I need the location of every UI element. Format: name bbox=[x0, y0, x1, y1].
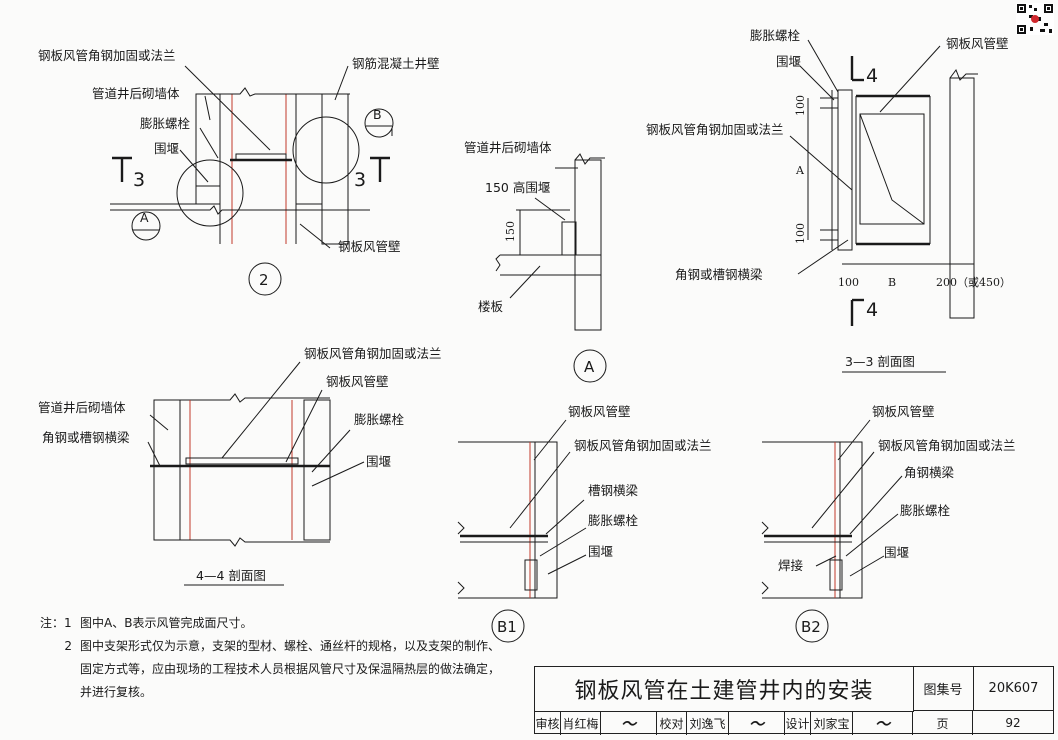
label-weir-b1: 围堰 bbox=[588, 544, 613, 559]
label-beam-33: 角钢或槽钢横梁 bbox=[675, 267, 763, 282]
label-angle-beam: 角钢横梁 bbox=[904, 465, 955, 480]
label-flange-b2: 钢板风管角钢加固或法兰 bbox=[878, 438, 1016, 453]
detail-a: 150 A 管道井后砌墙体 150 高围堰 楼板 bbox=[464, 140, 607, 383]
label-bolt-b2: 膨胀螺栓 bbox=[900, 503, 951, 518]
dim-100-bottom: 100 bbox=[794, 223, 807, 244]
check-label: 校对 bbox=[657, 711, 687, 735]
label-flange-33: 钢板风管角钢加固或法兰 bbox=[646, 122, 784, 137]
drawing-title: 钢板风管在土建管井内的安装 bbox=[535, 667, 914, 712]
page-label: 页 bbox=[913, 711, 973, 735]
label-duct-wall-33: 钢板风管壁 bbox=[946, 36, 1009, 51]
dim-100-b: 100 bbox=[838, 276, 859, 289]
label-weir-44: 围堰 bbox=[366, 454, 391, 469]
atlas-label: 图集号 bbox=[913, 667, 973, 711]
review-label: 审核 bbox=[535, 711, 561, 735]
reviewer-signature: ～ bbox=[601, 711, 657, 735]
checker-name: 刘逸飞 bbox=[687, 711, 729, 735]
section-4-top: 4 bbox=[866, 65, 878, 87]
label-bolt-2: 膨胀螺栓 bbox=[140, 116, 191, 131]
checker-signature: ～ bbox=[729, 711, 785, 735]
atlas-number: 20K607 bbox=[973, 667, 1053, 711]
label-beam-44: 角钢或槽钢横梁 bbox=[42, 430, 130, 445]
section-3-3: 100 A 100 4 4 100 B 200（或450） 膨胀螺栓 围堰 钢板… bbox=[646, 28, 1011, 373]
notes-prefix: 注： bbox=[40, 616, 65, 630]
section-4-4: 钢板风管角钢加固或法兰 钢板风管壁 管道井后砌墙体 膨胀螺栓 角钢或槽钢横梁 围… bbox=[38, 346, 442, 586]
section-4-bottom: 4 bbox=[866, 299, 878, 321]
dim-100-top: 100 bbox=[794, 95, 807, 116]
label-duct-wall-b1: 钢板风管壁 bbox=[568, 404, 631, 419]
callout-b1: B1 bbox=[497, 618, 517, 636]
dim-b: B bbox=[888, 276, 896, 289]
callout-a: A bbox=[584, 358, 595, 376]
label-flange-44: 钢板风管角钢加固或法兰 bbox=[304, 346, 442, 361]
callout-a-ref: A bbox=[140, 210, 149, 225]
label-weir-33: 围堰 bbox=[776, 54, 801, 69]
label-duct-wall-44: 钢板风管壁 bbox=[326, 374, 389, 389]
callout-2: 2 bbox=[259, 271, 269, 289]
label-channel-beam: 槽钢横梁 bbox=[588, 483, 639, 498]
label-concrete-wall: 钢筋混凝土井壁 bbox=[352, 56, 440, 71]
section-4-4-title: 4—4 剖面图 bbox=[196, 568, 266, 583]
label-back-wall-44: 管道井后砌墙体 bbox=[38, 400, 126, 415]
label-back-wall-a: 管道井后砌墙体 bbox=[464, 140, 552, 155]
label-weir-2: 围堰 bbox=[154, 141, 179, 156]
label-bolt-b1: 膨胀螺栓 bbox=[588, 513, 639, 528]
dim-a: A bbox=[795, 164, 805, 177]
reviewer-name: 肖红梅 bbox=[561, 711, 601, 735]
designer-signature: ～ bbox=[853, 711, 913, 735]
label-bolt-33: 膨胀螺栓 bbox=[750, 28, 801, 43]
label-weir-b2: 围堰 bbox=[884, 545, 909, 560]
dim-150: 150 bbox=[504, 221, 517, 242]
detail-2: 3 3 B A 2 钢板风管角钢加固或法兰 钢筋混凝土井壁 管道井后砌墙体 膨胀… bbox=[38, 48, 440, 296]
note-2: 图中支架形式仅为示意，支架的型材、螺栓、通丝杆的规格，以及支架的制作、固定方式等… bbox=[80, 639, 501, 699]
section-3-3-title: 3—3 剖面图 bbox=[845, 354, 915, 369]
signature-row: 审核 肖红梅 ～ 校对 刘逸飞 ～ 设计 刘家宝 ～ 页 92 bbox=[535, 711, 1053, 735]
note-1-num: 1 bbox=[64, 616, 72, 630]
design-label: 设计 bbox=[785, 711, 811, 735]
callout-b-ref: B bbox=[373, 107, 382, 122]
designer-name: 刘家宝 bbox=[811, 711, 853, 735]
label-duct-wall-2: 钢板风管壁 bbox=[338, 239, 401, 254]
detail-b1: B1 钢板风管壁 钢板风管角钢加固或法兰 槽钢横梁 膨胀螺栓 围堰 bbox=[457, 404, 712, 643]
note-1: 图中A、B表示风管完成面尺寸。 bbox=[80, 616, 253, 630]
label-back-wall-2: 管道井后砌墙体 bbox=[92, 86, 180, 101]
label-duct-wall-b2: 钢板风管壁 bbox=[872, 404, 935, 419]
page-number: 92 bbox=[1005, 716, 1021, 730]
label-weld: 焊接 bbox=[778, 558, 804, 573]
label-bolt-44: 膨胀螺栓 bbox=[354, 412, 405, 427]
label-flange-2: 钢板风管角钢加固或法兰 bbox=[38, 48, 176, 63]
section-3-right: 3 bbox=[354, 169, 366, 191]
note-2-num: 2 bbox=[64, 639, 72, 653]
notes-block: 注：1 图中A、B表示风管完成面尺寸。 2 图中支架形式仅为示意，支架的型材、螺… bbox=[40, 612, 510, 704]
label-flange-b1: 钢板风管角钢加固或法兰 bbox=[574, 438, 712, 453]
label-floor: 楼板 bbox=[478, 299, 504, 314]
callout-b2: B2 bbox=[801, 618, 821, 636]
label-high-weir: 150 高围堰 bbox=[485, 180, 550, 195]
detail-b2: B2 钢板风管壁 钢板风管角钢加固或法兰 角钢横梁 膨胀螺栓 围堰 焊接 bbox=[761, 404, 1016, 643]
dim-200: 200（或450） bbox=[936, 276, 1011, 289]
title-block: 钢板风管在土建管井内的安装 图集号 20K607 审核 肖红梅 ～ 校对 刘逸飞… bbox=[534, 666, 1054, 735]
qr-code-icon bbox=[1016, 3, 1054, 35]
section-3-left: 3 bbox=[133, 169, 145, 191]
